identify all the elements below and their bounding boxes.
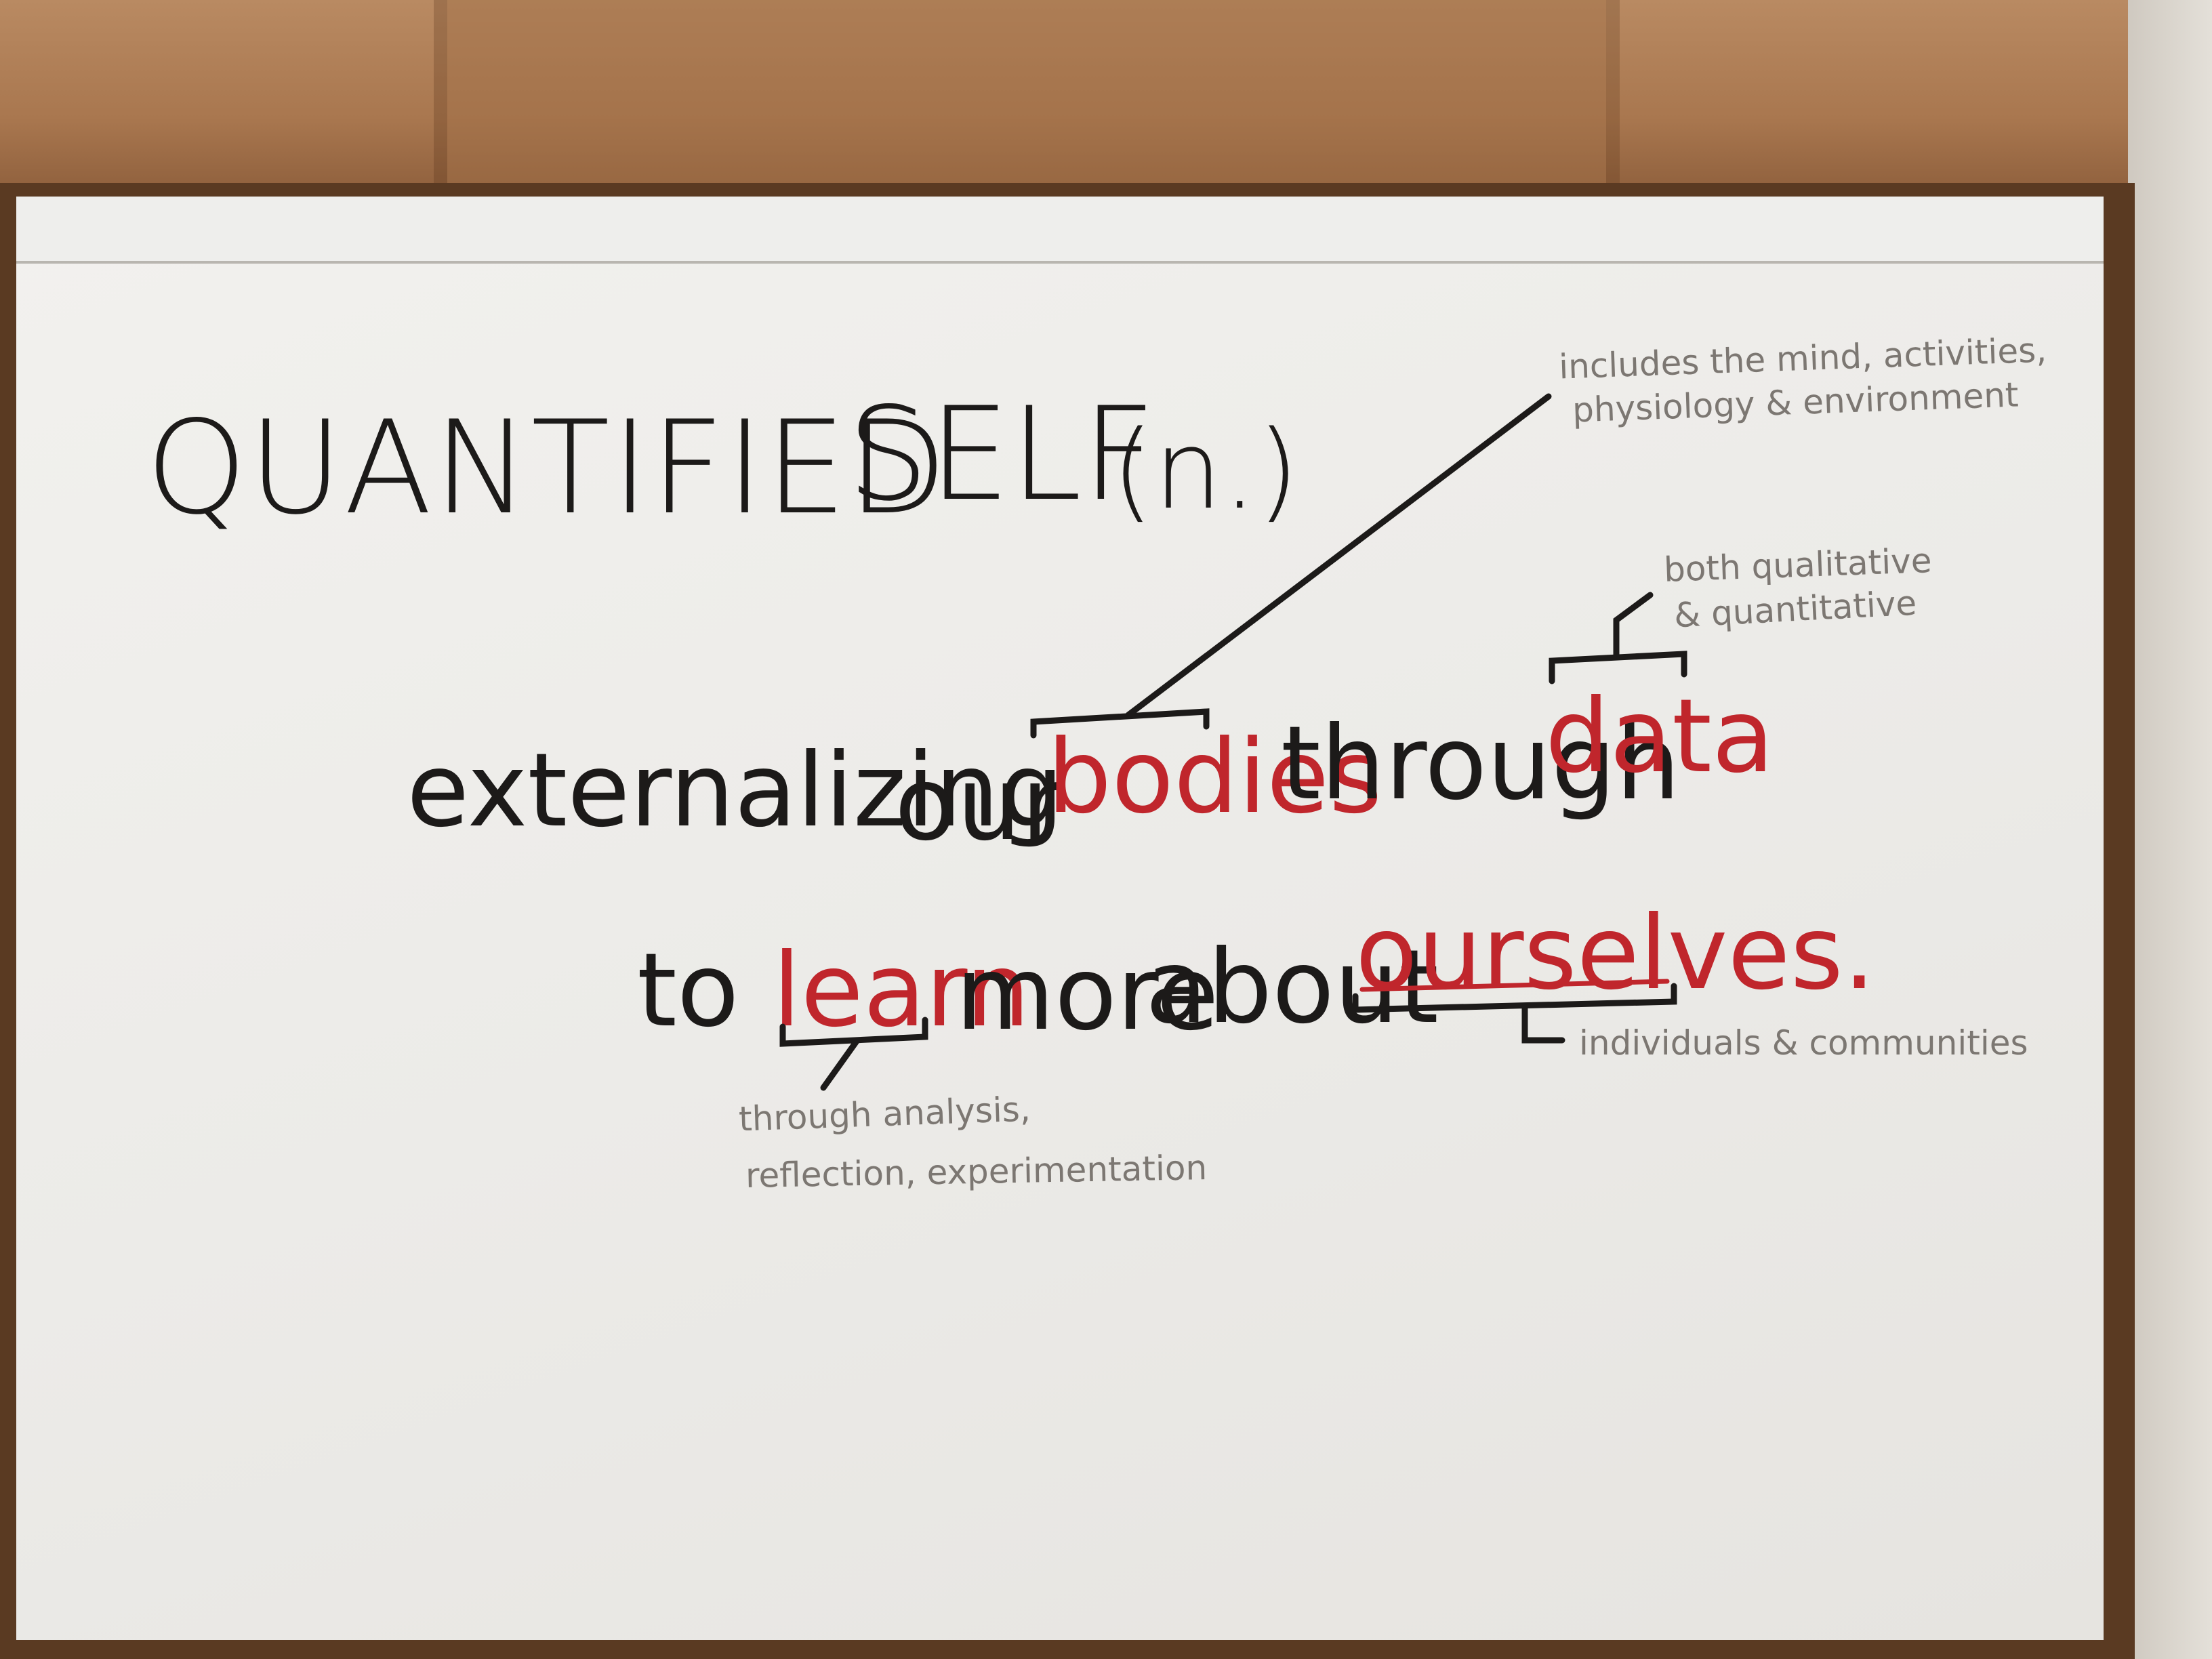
word-externalizing: externalizing (407, 732, 1064, 850)
learn-bracket (779, 1017, 928, 1091)
ourselves-bracket (1352, 983, 1677, 1044)
word-bodies: bodies (1047, 718, 1382, 836)
word-ourselves: ourselves. (1355, 895, 1876, 1012)
cardboard-tape (447, 0, 1606, 190)
paper-top-strip (16, 197, 2104, 264)
ourselves-underline (1359, 979, 1670, 992)
bodies-bracket (1030, 393, 1552, 739)
title-word-self: SELF (847, 380, 1156, 529)
cardboard-seam (434, 0, 447, 190)
title-word-quantified: QUANTIFIED (146, 393, 949, 543)
word-more: more (956, 935, 1219, 1053)
data-bracket (1549, 592, 1687, 684)
word-through: through (1281, 705, 1681, 823)
note-ourselves: individuals & communities (1579, 1023, 2028, 1063)
word-data: data (1545, 678, 1774, 796)
paper-sheet (16, 203, 2104, 1640)
title-suffix: (n.) (1111, 407, 1300, 533)
cardboard-seam (1606, 0, 1620, 190)
wall (2128, 0, 2212, 1659)
cardboard-top (0, 0, 2128, 197)
word-learn: learn (773, 932, 1030, 1050)
word-our: our (895, 745, 1063, 863)
word-to: to (637, 932, 739, 1050)
